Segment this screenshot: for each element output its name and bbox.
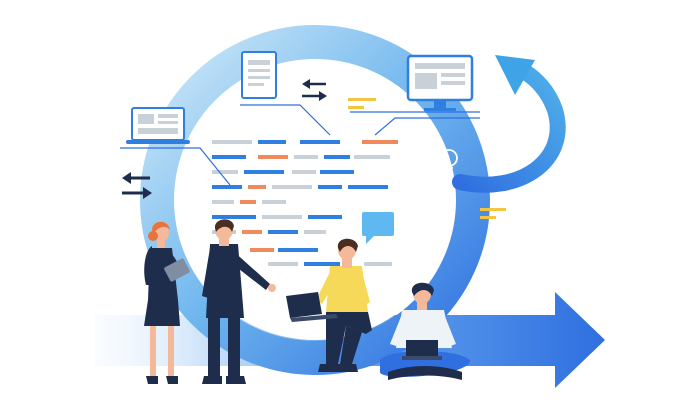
swap-arrows-icon [302, 79, 327, 101]
speech-bubble-icon [362, 212, 394, 244]
person-man-with-laptop [286, 238, 372, 372]
code-lines [212, 140, 398, 266]
swap-arrows-icon [122, 172, 152, 199]
document-icon [241, 51, 277, 99]
lightbulb-icon [440, 149, 458, 173]
curved-arrow-icon [452, 55, 566, 193]
monitor-icon [406, 54, 474, 111]
laptop-icon [126, 107, 190, 144]
yellow-bars [348, 98, 506, 219]
connector-lines [120, 104, 480, 186]
person-man-cross-legged [380, 282, 471, 380]
person-woman-with-tablet [144, 221, 190, 384]
person-man-in-suit [202, 219, 276, 384]
